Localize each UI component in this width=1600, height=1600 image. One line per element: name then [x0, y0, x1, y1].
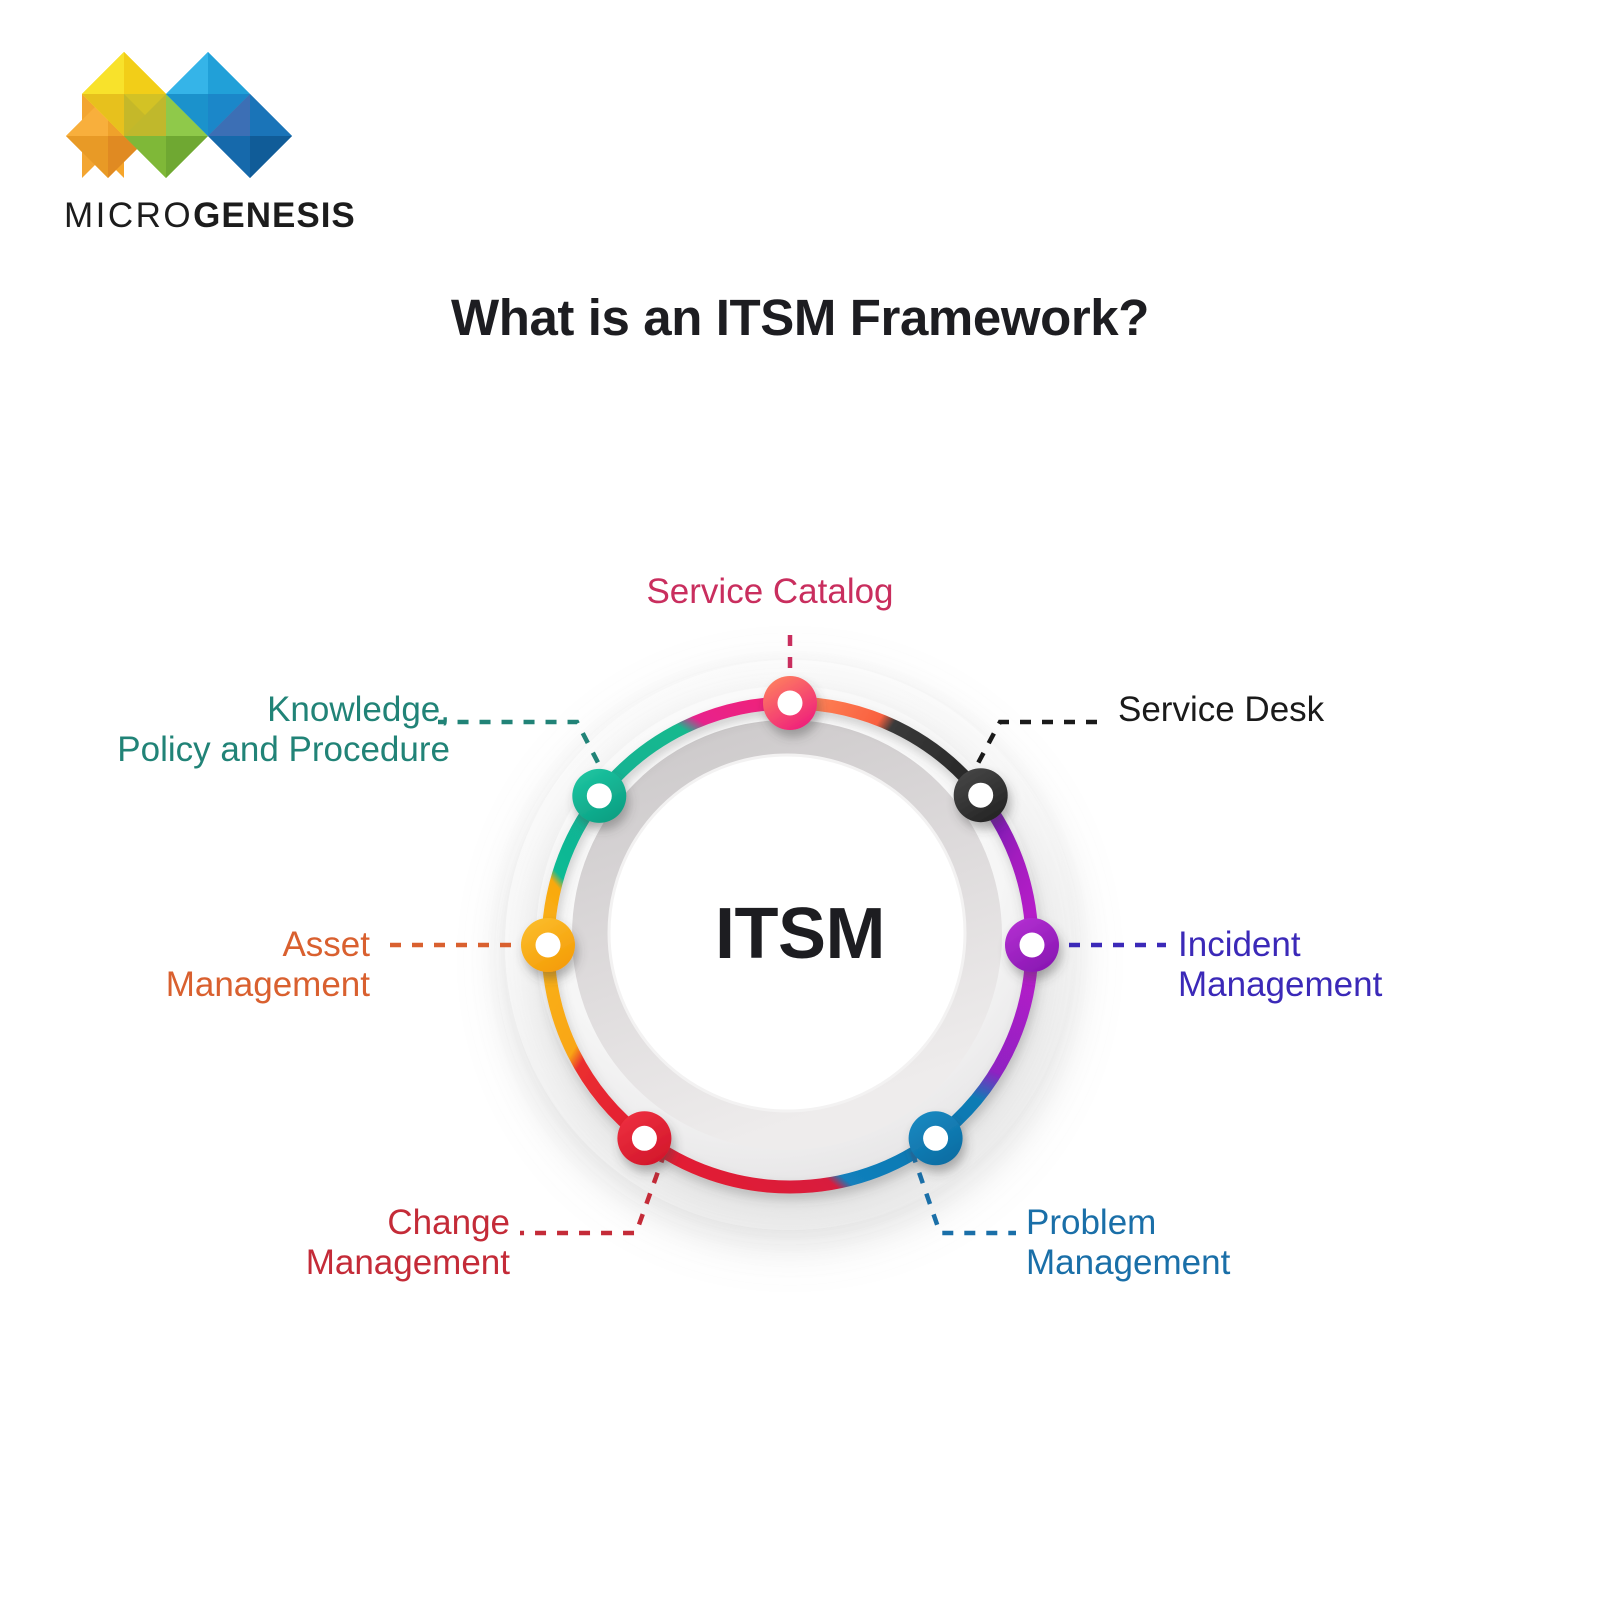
page-title: What is an ITSM Framework? [450, 289, 1150, 346]
segment-knowledge-to-catalog [594, 696, 791, 800]
label-incident-management[interactable]: Incident Management [1178, 925, 1383, 1004]
microgenesis-diamond-logo-icon [66, 52, 292, 178]
label-change-management[interactable]: Change Management [305, 1203, 510, 1282]
label-asset-management[interactable]: Asset Management [165, 925, 370, 1004]
connector-change-management [520, 1151, 668, 1236]
connector-lines [382, 625, 1166, 1236]
brand-logo: MICROGENESIS [60, 42, 355, 242]
label-knowledge-policy-procedure[interactable]: Knowledge, Policy and Procedure [117, 690, 450, 769]
segment-service-catalog-to-desk [789, 696, 986, 800]
label-service-desk[interactable]: Service Desk [1118, 690, 1325, 729]
wordmark-bold: GENESIS [193, 196, 356, 235]
connector-service-desk [966, 719, 1108, 784]
brand-wordmark: MICROGENESIS [64, 194, 355, 238]
connector-knowledge-policy-procedure [438, 719, 610, 784]
center-label-itsm: ITSM [715, 894, 885, 974]
wordmark-light: MICRO [64, 196, 194, 235]
label-service-catalog[interactable]: Service Catalog [646, 572, 894, 611]
segment-change-to-asset [541, 944, 649, 1144]
ring-node-holes [535, 690, 1045, 1151]
ring-plate-stack [505, 660, 1075, 1230]
segment-problem-to-change [640, 1133, 940, 1194]
label-problem-management[interactable]: Problem Management [1026, 1203, 1231, 1282]
connector-problem-management [909, 1151, 1016, 1236]
segment-incident-to-problem [931, 944, 1039, 1144]
